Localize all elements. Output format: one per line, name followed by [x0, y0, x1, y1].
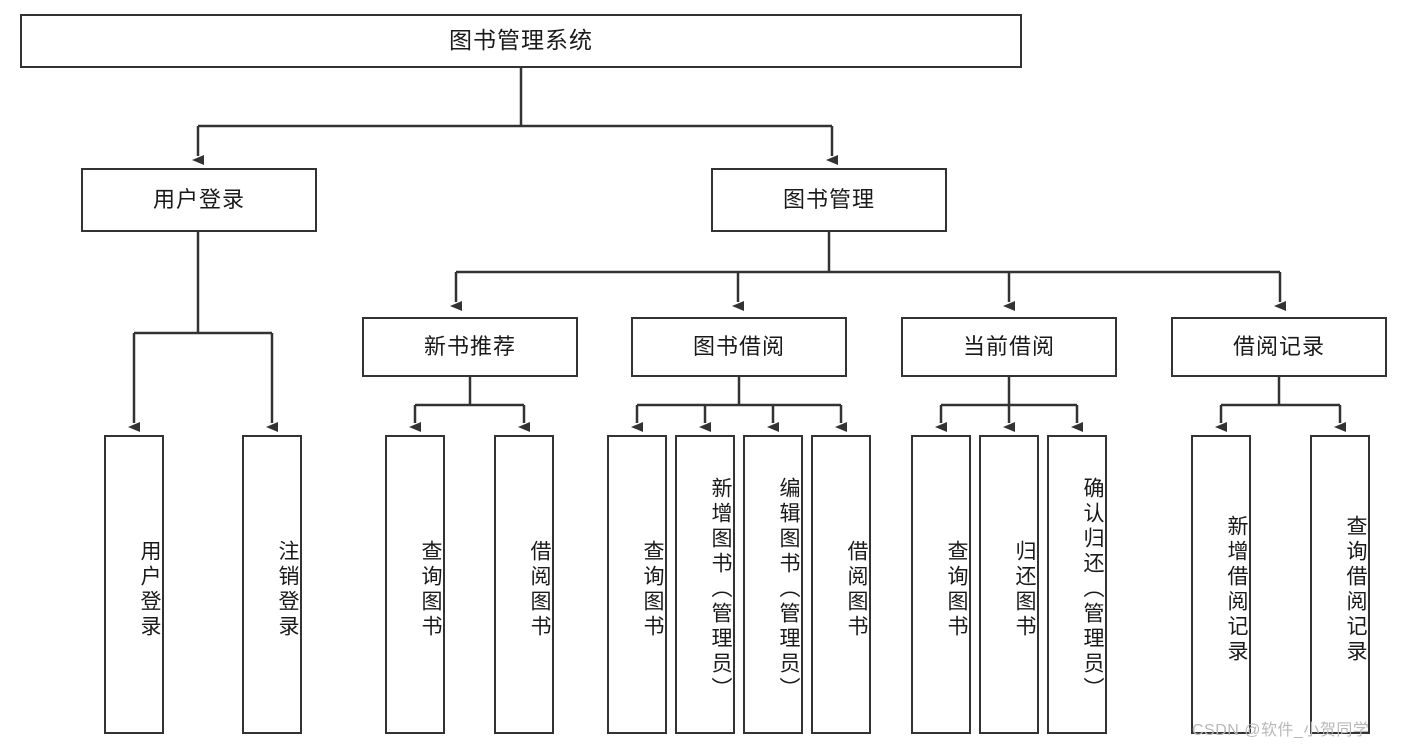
leaf-borrow-record-add-record[interactable]: 新增借阅记录 [1191, 435, 1251, 734]
node-book-borrowing[interactable]: 图书借阅 [631, 317, 847, 377]
leaf-user-login-signout[interactable]: 注销登录 [242, 435, 302, 734]
node-book-management[interactable]: 图书管理 [711, 168, 947, 232]
leaf-book-borrow-add-book-admin[interactable]: 新增图书（管理员） [675, 435, 735, 734]
node-borrowing-record[interactable]: 借阅记录 [1171, 317, 1387, 377]
leaf-book-borrow-edit-book-admin[interactable]: 编辑图书（管理员） [743, 435, 803, 734]
node-user-login[interactable]: 用户登录 [81, 168, 317, 232]
leaf-book-borrow-borrow-books[interactable]: 借阅图书 [811, 435, 871, 734]
node-current-borrowing[interactable]: 当前借阅 [901, 317, 1117, 377]
leaf-user-login-signin[interactable]: 用户登录 [104, 435, 164, 734]
leaf-new-book-borrow-books[interactable]: 借阅图书 [494, 435, 554, 734]
leaf-new-book-query-books[interactable]: 查询图书 [385, 435, 445, 734]
leaf-book-borrow-query-books[interactable]: 查询图书 [607, 435, 667, 734]
leaf-current-borrow-return-books[interactable]: 归还图书 [979, 435, 1039, 734]
leaf-current-borrow-confirm-return-admin[interactable]: 确认归还（管理员） [1047, 435, 1107, 734]
leaf-current-borrow-query-books[interactable]: 查询图书 [911, 435, 971, 734]
leaf-borrow-record-query-record[interactable]: 查询借阅记录 [1310, 435, 1370, 734]
node-root-book-management-system[interactable]: 图书管理系统 [20, 14, 1022, 68]
node-new-book-recommendation[interactable]: 新书推荐 [362, 317, 578, 377]
